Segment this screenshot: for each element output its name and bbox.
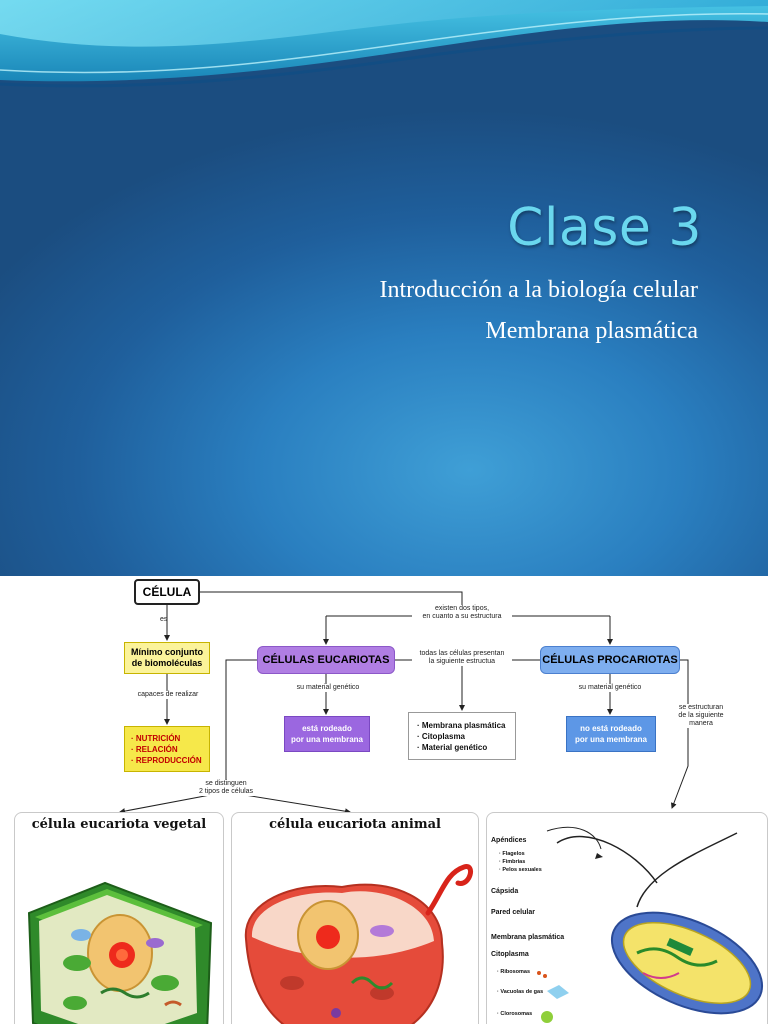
node-no-esta-rodeado: no está rodeado por una membrana [566, 716, 656, 752]
todas-line-1: todas las células presentan [419, 650, 505, 657]
distinguen-line-2: 2 tipos de células [198, 788, 254, 795]
rodeado-line-1: está rodeado [302, 724, 352, 733]
label-clorosomas: · Clorosomas [497, 1011, 533, 1017]
title-slide: Clase 3 Introducción a la biología celul… [0, 0, 768, 576]
label-vacuolas: · Vacuolas de gas [497, 989, 544, 995]
existen-line-1: existen dos tipos, [434, 605, 490, 612]
norodeado-line-2: por una membrana [574, 735, 647, 744]
node-esta-rodeado: está rodeado por una membrana [284, 716, 370, 752]
panel-celula-animal: célula eucariota animal [231, 812, 479, 1024]
vegetal-title: célula eucariota vegetal [31, 817, 207, 832]
label-pelos: · Pelos sexuales [499, 867, 542, 873]
slide-subtitle-1: Introducción a la biología celular [379, 277, 698, 303]
funcion-reproduccion: · REPRODUCCIÓN [131, 755, 202, 765]
node-celulas-procariotas: CÉLULAS PROCARIOTAS [540, 646, 680, 674]
minimo-line-1: Mínimo conjunto [131, 647, 203, 657]
animal-title: célula eucariota animal [269, 817, 441, 832]
rodeado-line-2: por una membrana [290, 735, 363, 744]
label-se-estructuran: se estructuran de la siguiente manera [670, 704, 732, 728]
estructuran-line-3: manera [689, 720, 713, 727]
label-todas: todas las células presentan la siguiente… [412, 650, 512, 666]
label-apendices: Apéndices [491, 837, 527, 844]
distinguen-line-1: se distinguen [205, 780, 247, 787]
label-se-distinguen: se distinguen 2 tipos de células [190, 780, 262, 796]
panel-celula-vegetal: célula eucariota vegetal [14, 812, 224, 1024]
node-celula: CÉLULA [134, 579, 200, 605]
node-funciones: · NUTRICIÓN · RELACIÓN · REPRODUCCIÓN [124, 726, 210, 772]
label-citoplasma: Citoplasma [491, 951, 529, 958]
estructura-membrana: · Membrana plasmática [417, 720, 506, 730]
label-fimbrias: · Fimbrias [499, 859, 526, 865]
label-es: es [160, 616, 168, 623]
norodeado-line-1: no está rodeado [580, 724, 642, 733]
estructuran-line-2: de la siguiente [678, 712, 724, 719]
label-capaces: capaces de realizar [128, 691, 208, 699]
panel-celula-procariota: Apéndices · Flagelos · Fimbrias · Pelos … [486, 812, 768, 1024]
existen-line-2: en cuanto a su estructura [422, 613, 502, 620]
animal-cell-illustration [244, 864, 474, 1024]
label-material-euc: su material genético [290, 684, 366, 692]
label-membrana: Membrana plasmática [491, 934, 565, 941]
estructuran-line-1: se estructuran [678, 704, 724, 711]
funcion-nutricion: · NUTRICIÓN [131, 733, 181, 743]
label-existen: existen dos tipos, en cuanto a su estruc… [412, 605, 512, 621]
prokaryote-illustration [537, 826, 764, 1023]
label-pared: Pared celular [491, 909, 535, 916]
todas-line-2: la siguiente estructua [428, 658, 496, 665]
label-material-pro: su material genético [572, 684, 648, 692]
minimo-line-2: de biomoléculas [131, 658, 203, 668]
funcion-relacion: · RELACIÓN [131, 744, 178, 754]
node-celulas-eucariotas: CÉLULAS EUCARIOTAS [257, 646, 395, 674]
estructura-citoplasma: · Citoplasma [417, 731, 466, 741]
node-estructura-comun: · Membrana plasmática · Citoplasma · Mat… [408, 712, 516, 760]
slide-subtitle-2: Membrana plasmática [485, 318, 698, 344]
plant-cell-illustration [27, 881, 213, 1024]
label-flagelos: · Flagelos [499, 851, 525, 857]
label-ribosomas: · Ribosomas [497, 969, 531, 975]
concept-map: CÉLULA es Mínimo conjunto de biomolécula… [0, 576, 768, 1024]
label-capsida: Cápsida [491, 888, 519, 895]
estructura-material: · Material genético [417, 742, 488, 752]
wave-decoration [0, 0, 768, 88]
slide-title: Clase 3 [507, 198, 702, 258]
node-minimo-conjunto: Mínimo conjunto de biomoléculas [124, 642, 210, 674]
